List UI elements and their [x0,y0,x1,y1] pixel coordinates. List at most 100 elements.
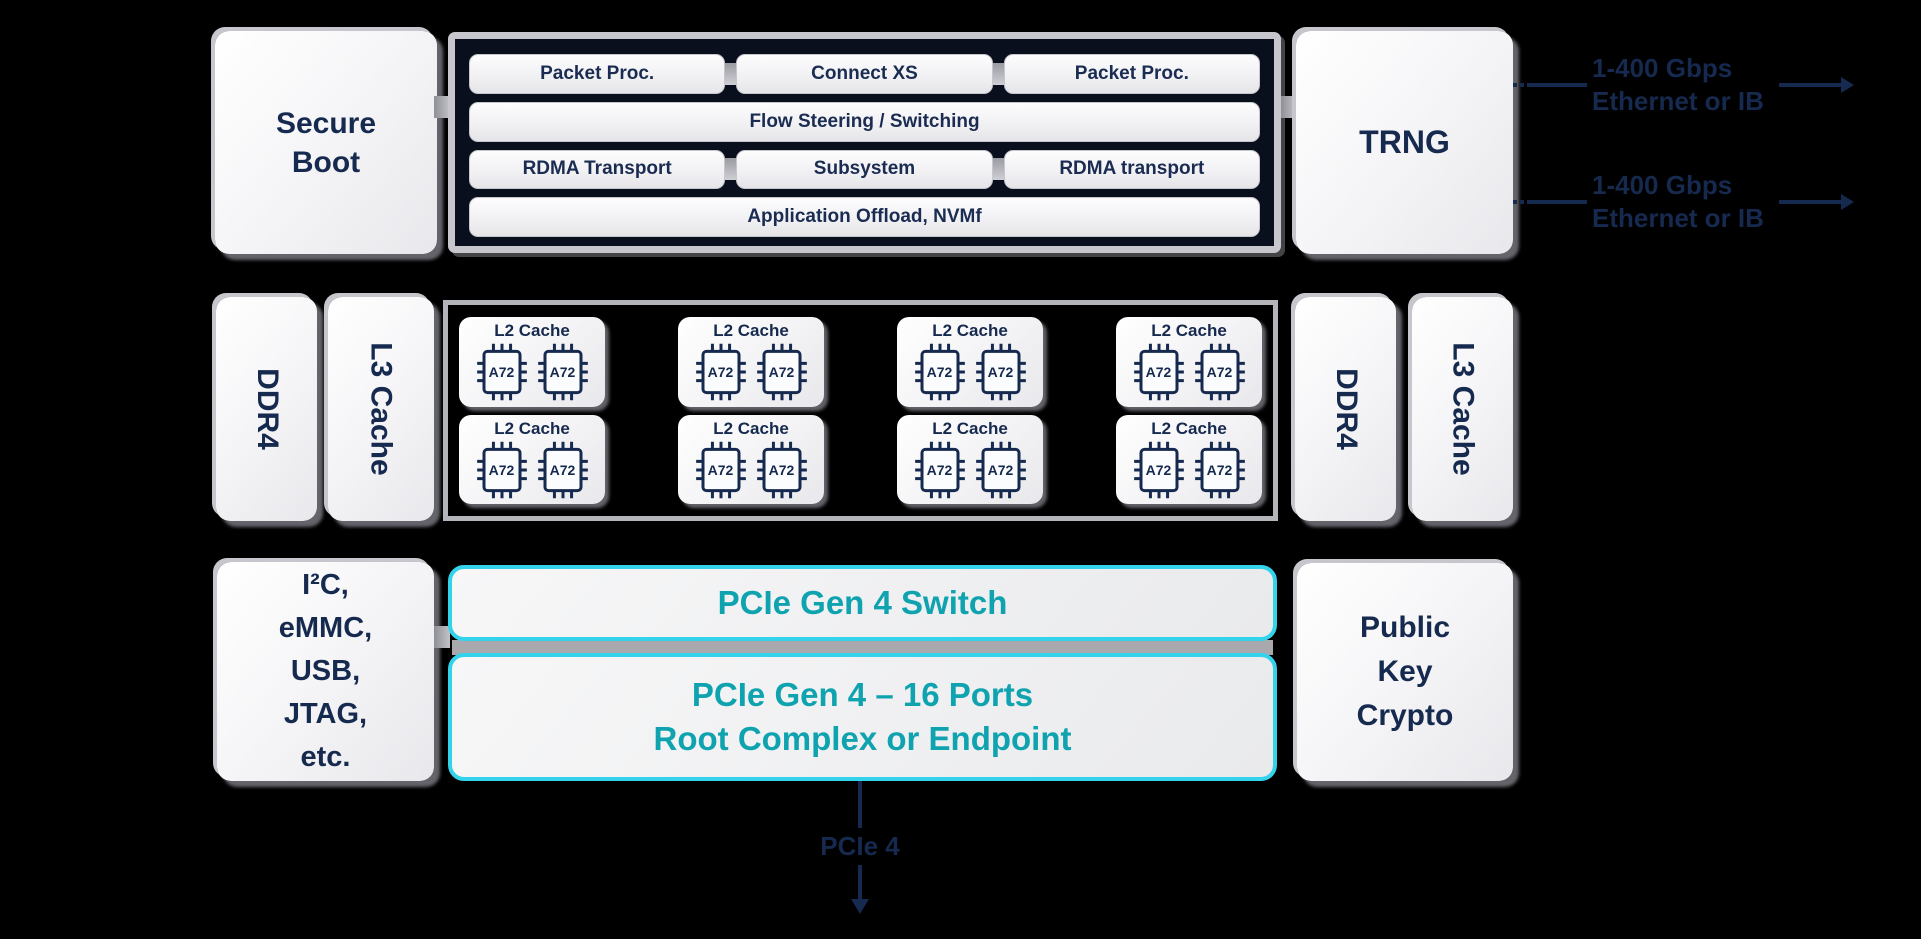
cpu-cluster-cell: L2 Cache A72 A72 [459,317,605,407]
secure-boot-block: Secure Boot [215,31,437,254]
a72-core-chip: A72 [975,342,1027,402]
application-offload-block: Application Offload, NVMf [469,197,1260,237]
eth-link1-label-line1: 1-400 Gbps [1592,53,1733,83]
connect-xs-block: Connect XS [736,54,993,94]
l2-cache-label: L2 Cache [494,418,570,438]
pkc-label-line2: Key [1377,655,1433,688]
public-key-crypto-block: Public Key Crypto [1297,563,1513,781]
cpu-cluster-cell: L2 Cache A72 A72 [897,414,1043,504]
ddr4-right-label: DDR4 [1329,368,1363,450]
connector-secureboot-nic [434,96,450,118]
a72-core-chip: A72 [1194,440,1246,500]
l2-cache-label: L2 Cache [713,321,789,341]
pkc-label-line1: Public [1359,611,1450,644]
a72-core-chip: A72 [1194,342,1246,402]
pcie-ports-block: PCIe Gen 4 – 16 Ports Root Complex or En… [448,653,1277,781]
pcie-arrow-icon [851,899,869,914]
connector-nic-trng [1281,96,1296,118]
eth-link1-line [1513,83,1587,87]
pcie-ports-label-line2: Root Complex or Endpoint [653,720,1072,757]
flow-steering-block: Flow Steering / Switching [469,101,1260,142]
a72-core-chip: A72 [975,440,1027,500]
l2-cache-label: L2 Cache [1151,321,1227,341]
l3-cache-right-block: L3 Cache [1412,297,1513,521]
a72-core-chip: A72 [1133,342,1185,402]
pkc-label-line3: Crypto [1356,699,1454,732]
cpu-cluster-cell: L2 Cache A72 A72 [678,317,824,407]
io-label-usb: USB, [290,655,361,687]
pcie-bottom-label: PCIe 4 [800,828,920,865]
a72-core-chip: A72 [756,342,808,402]
io-label-etc: etc. [300,741,351,773]
io-label-i2c: I²C, [302,569,349,601]
a72-core-chip: A72 [695,342,747,402]
a72-core-chip: A72 [695,440,747,500]
packet-proc-right-block: Packet Proc. [1003,54,1260,94]
packet-proc-left-block: Packet Proc. [469,54,726,94]
core-pair: A72 A72 [476,342,589,402]
a72-core-chip: A72 [476,440,528,500]
l2-cache-label: L2 Cache [494,321,570,341]
l3-cache-right-label: L3 Cache [1446,342,1480,476]
l2-cache-label: L2 Cache [713,418,789,438]
pill-connector [992,62,1004,85]
io-interfaces-block: I²C, eMMC, USB, JTAG, etc. [217,562,434,781]
eth-link1-arrow-line [1779,83,1841,87]
a72-core-chip: A72 [914,342,966,402]
cpu-cluster-cell: L2 Cache A72 A72 [678,414,824,504]
eth-link1-label: 1-400 Gbps Ethernet or IB [1592,52,1782,118]
l2-cache-label: L2 Cache [1151,418,1227,438]
eth-link2-label: 1-400 Gbps Ethernet or IB [1592,169,1782,235]
a72-core-chip: A72 [537,342,589,402]
core-pair: A72 A72 [1133,342,1246,402]
io-label-emmc: eMMC, [278,612,373,644]
a72-core-chip: A72 [756,440,808,500]
a72-core-chip: A72 [476,342,528,402]
eth-link2-arrow-icon [1841,194,1854,210]
secure-boot-label-line2: Boot [291,145,361,179]
subsystem-block: Subsystem [736,149,993,190]
core-pair: A72 A72 [695,440,808,500]
nic-row-3: RDMA Transport Subsystem RDMA transport [469,149,1260,190]
pcie-switch-block: PCIe Gen 4 Switch [448,565,1277,641]
a72-core-chip: A72 [537,440,589,500]
eth-link2-label-line2: Ethernet or IB [1592,203,1764,233]
connector-io-pcie [434,626,450,648]
trng-block: TRNG [1296,31,1513,254]
a72-core-chip: A72 [1133,440,1185,500]
eth-link1-label-line2: Ethernet or IB [1592,86,1764,116]
io-label-jtag: JTAG, [283,698,368,730]
l2-cache-label: L2 Cache [932,321,1008,341]
l3-cache-left-block: L3 Cache [328,297,434,521]
rdma-transport-right-block: RDMA transport [1003,149,1260,190]
eth-link2-arrow-line [1779,200,1841,204]
pill-connector [992,158,1004,181]
cpu-cluster-cell: L2 Cache A72 A72 [459,414,605,504]
cpu-cluster-cell: L2 Cache A72 A72 [897,317,1043,407]
cpu-cluster-container: L2 Cache A72 A72 L2 Cache A72 A72 L2 Cac… [443,300,1278,521]
cpu-cluster-cell: L2 Cache A72 A72 [1116,414,1262,504]
core-pair: A72 A72 [1133,440,1246,500]
eth-link2-label-line1: 1-400 Gbps [1592,170,1733,200]
nic-subsystem-block: Packet Proc. Connect XS Packet Proc. Flo… [448,32,1281,253]
l3-cache-left-label: L3 Cache [365,342,399,476]
pill-connector [725,62,737,85]
pcie-boxes-divider [452,640,1273,655]
nic-row-2: Flow Steering / Switching [469,101,1260,142]
pill-connector [725,158,737,181]
core-pair: A72 A72 [695,342,808,402]
ddr4-right-block: DDR4 [1295,297,1396,521]
secure-boot-label-line1: Secure [275,106,377,140]
core-pair: A72 A72 [914,342,1027,402]
rdma-transport-left-block: RDMA Transport [469,149,726,190]
pcie-ports-label-line1: PCIe Gen 4 – 16 Ports [691,676,1034,713]
pcie-switch-label: PCIe Gen 4 Switch [717,584,1008,621]
a72-core-chip: A72 [914,440,966,500]
core-pair: A72 A72 [476,440,589,500]
trng-label: TRNG [1359,124,1450,160]
l2-cache-label: L2 Cache [932,418,1008,438]
cpu-cluster-cell: L2 Cache A72 A72 [1116,317,1262,407]
core-pair: A72 A72 [914,440,1027,500]
ddr4-left-block: DDR4 [216,297,317,521]
